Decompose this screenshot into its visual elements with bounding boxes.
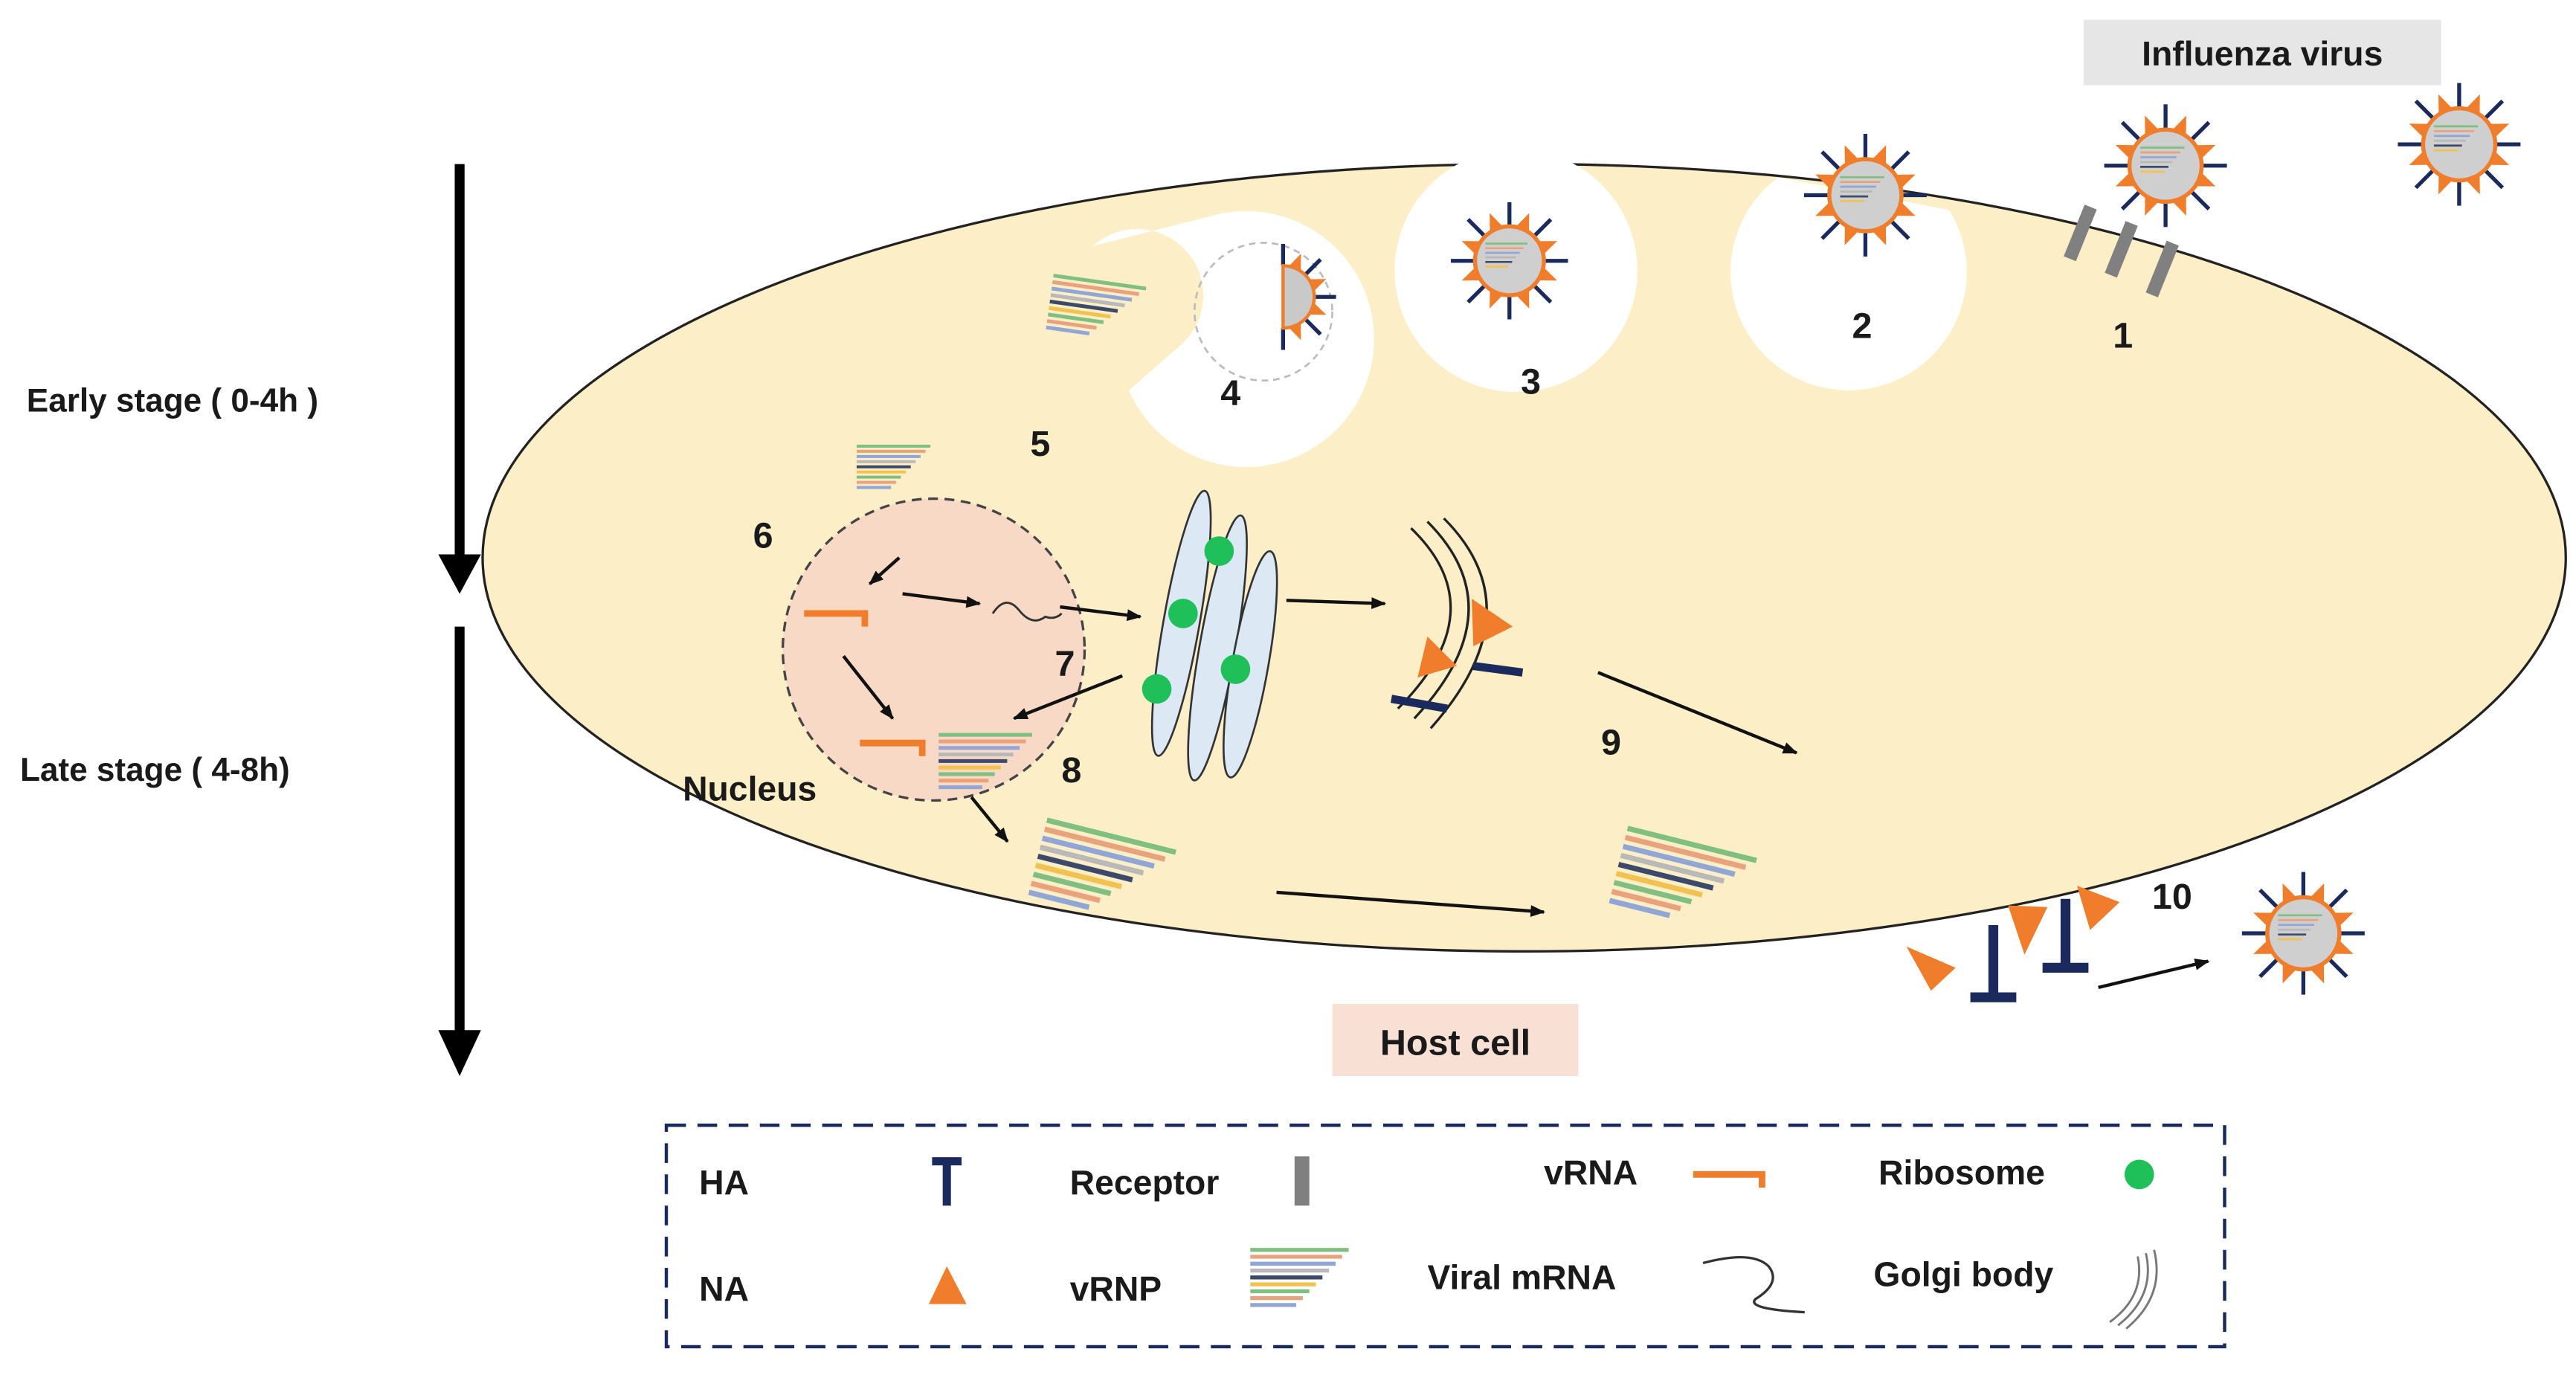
influenza-virion: [2241, 872, 2365, 995]
entry-pocket-2: [1730, 177, 1967, 390]
vrna: [804, 610, 869, 627]
influenza-virion: [1451, 202, 1568, 320]
na-protein: [1472, 599, 1513, 647]
vrnp: [856, 444, 931, 489]
title-box: [2083, 19, 2441, 86]
step-5: 5: [1030, 424, 1050, 464]
legend-vrna-label: vRNA: [1544, 1153, 1638, 1192]
legend-viral-mrna-label: Viral mRNA: [1427, 1258, 1616, 1297]
step-6: 6: [753, 516, 773, 556]
viral-mrna-symbol: [1702, 1256, 1805, 1314]
host-cell-label: Host cell: [1380, 1023, 1530, 1063]
early-stage-label: Early stage ( 0-4h ): [27, 383, 318, 419]
legend-golgi-label: Golgi body: [1873, 1255, 2053, 1293]
uncoating-virion: [1281, 243, 1336, 350]
title: Influenza virus: [2142, 34, 2383, 73]
nucleus-label: Nucleus: [683, 769, 817, 808]
vrnp-group: [856, 274, 1757, 918]
legend-na-label: NA: [699, 1269, 749, 1308]
receptor-symbol: [1294, 1156, 1310, 1206]
legend-ribosome-label: Ribosome: [1878, 1153, 2045, 1192]
step-1: 1: [2113, 316, 2133, 356]
fusing-membrane: [1193, 242, 1333, 382]
viral-mrna: [991, 602, 1063, 622]
step-10: 10: [2152, 877, 2192, 917]
step-4: 4: [1220, 373, 1240, 413]
influenza-virion: [2398, 83, 2521, 206]
ribosome-symbol: [2124, 1159, 2154, 1190]
na-symbol: [928, 1266, 967, 1304]
influenza-virion: [2104, 104, 2227, 228]
receptors: [2064, 205, 2179, 297]
vrnp-symbol: [1250, 1248, 1349, 1307]
step-2: 2: [1852, 306, 1873, 346]
budding-surface-proteins: [1906, 886, 2120, 1002]
process-arrows: [842, 556, 2210, 990]
step-7: 7: [1055, 644, 1075, 684]
host-cell-label-box: [1332, 1003, 1579, 1076]
vrna-symbol: [1693, 1170, 1765, 1188]
vrnp: [1609, 825, 1757, 918]
ribosome-er-complex: [1142, 489, 1278, 782]
timeline: [438, 164, 481, 1076]
golgi-symbol: [2109, 1249, 2158, 1330]
ha-protein: [1472, 662, 1524, 677]
late-stage-label: Late stage ( 4-8h): [20, 752, 290, 788]
legend-vrnp-label: vRNP: [1070, 1269, 1162, 1308]
ha-protein: [1391, 695, 1448, 713]
nucleus: [781, 497, 1086, 802]
step-8: 8: [1061, 750, 1081, 790]
na-protein: [1417, 636, 1458, 677]
vrnp: [938, 732, 1032, 790]
vrnp: [1250, 1248, 1349, 1307]
vrnp: [1046, 274, 1147, 335]
legend-ha-label: HA: [699, 1163, 749, 1202]
virion-group: [1281, 83, 2521, 995]
vrnp: [1028, 817, 1176, 910]
ha-symbol: [932, 1157, 962, 1206]
vrna: [860, 739, 926, 756]
influenza-virion: [1803, 133, 1927, 257]
step-9: 9: [1601, 723, 1621, 763]
legend-receptor-label: Receptor: [1070, 1163, 1220, 1202]
step-3: 3: [1521, 361, 1541, 402]
legend: HA NA Receptor vRNP vRNA Viral mRNA Ribo…: [664, 1123, 2226, 1349]
legend-frame: [664, 1123, 2226, 1349]
